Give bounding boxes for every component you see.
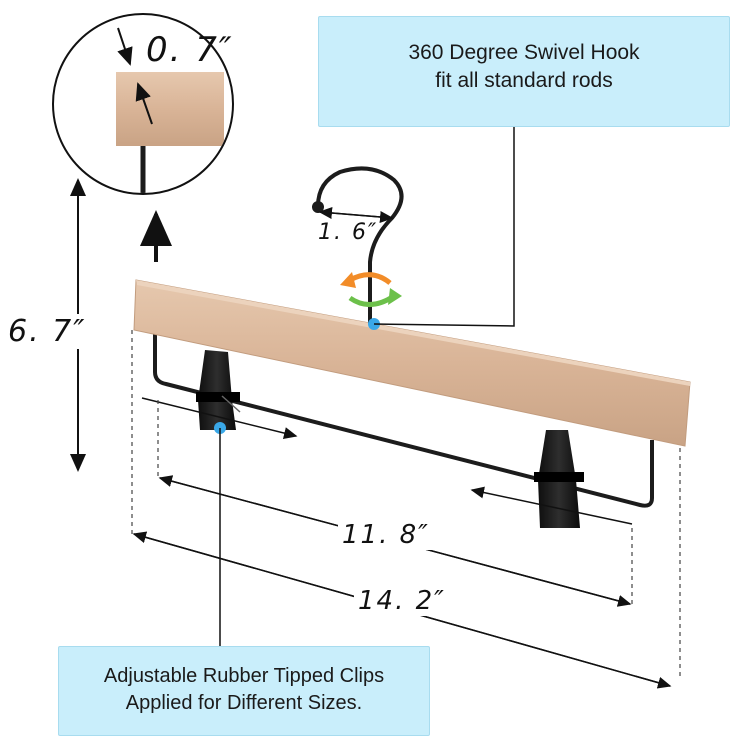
hook-callout-line1: 360 Degree Swivel Hook (408, 41, 640, 64)
hook-callout: 360 Degree Swivel Hook fit all standard … (318, 16, 730, 127)
clip-adjust-arrow-left (141, 397, 298, 439)
clip-adjust-arrow-right (470, 486, 633, 525)
thickness-dimension-label: 0. 7″ (146, 30, 234, 70)
swivel-hook (312, 166, 404, 324)
clip-left (196, 350, 241, 430)
hook-width-arrow (318, 207, 394, 223)
rotation-arrow-icon (340, 272, 402, 307)
wooden-bar (133, 279, 691, 447)
dimension-extension-lines (131, 330, 681, 680)
clip-right (534, 430, 584, 528)
height-dimension-label: 6. 7″ (8, 314, 87, 349)
zoom-detail-circle (52, 13, 234, 195)
hook-callout-line2: fit all standard rods (435, 69, 613, 93)
metal-rod (153, 322, 654, 508)
clips-callout-line1: Adjustable Rubber Tipped Clips (103, 665, 385, 687)
clip-span-dimension-label: 11. 8″ (338, 520, 434, 550)
clips-callout: Adjustable Rubber Tipped Clips Applied f… (58, 646, 430, 736)
clips-callout-line2: Applied for Different Sizes. (125, 692, 363, 714)
hook-leader-line (373, 126, 515, 327)
hook-width-dimension-label: 1. 6″ (318, 220, 379, 245)
bar-length-dimension-label: 14. 2″ (354, 586, 450, 616)
